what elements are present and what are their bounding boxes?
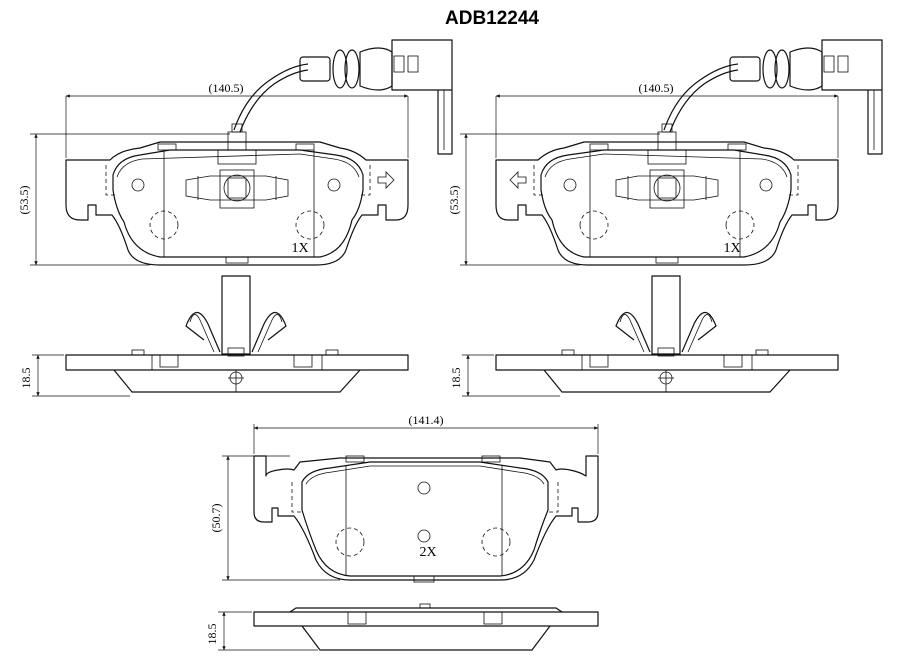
direction-arrow-left-icon [509, 171, 527, 189]
inner-pad-width-dimension: (141.4) [253, 413, 599, 454]
inner-pad-thickness-dimension: 18.5 [205, 611, 318, 651]
outer-pad-left-width-dimension: (140.5) [65, 81, 409, 158]
outer-pad-left-thickness-label: 18.5 [19, 368, 33, 389]
outer-pad-left-height-label: (53.5) [17, 186, 31, 215]
inner-pad-side-view [253, 603, 599, 651]
direction-arrow-right-icon [377, 171, 395, 189]
outer-pad-right-width-label: (140.5) [639, 81, 674, 95]
outer-pad-right-side-view [495, 275, 839, 393]
outer-pad-right-width-dimension: (140.5) [495, 81, 839, 158]
inner-pad-quantity: 2X [419, 545, 436, 560]
inner-pad-height-dimension: (50.7) [209, 455, 340, 581]
outer-pad-left-height-dimension: (53.5) [17, 133, 230, 266]
outer-pad-left-width-label: (140.5) [209, 81, 244, 95]
inner-pad-width-label: (141.4) [409, 413, 444, 427]
outer-pad-right-thickness-dimension: 18.5 [449, 354, 560, 397]
part-number-title: ADB12244 [445, 8, 539, 29]
outer-pad-right-quantity: 1X [723, 241, 740, 256]
outer-pad-right-height-label: (53.5) [447, 186, 461, 215]
outer-pad-left-side-view [65, 275, 409, 393]
inner-pad-height-label: (50.7) [209, 504, 223, 533]
outer-pad-right-front-view [495, 39, 883, 266]
outer-pad-right-height-dimension: (53.5) [447, 133, 660, 266]
inner-pad-thickness-label: 18.5 [205, 624, 219, 645]
outer-pad-left-thickness-dimension: 18.5 [19, 354, 130, 397]
outer-pad-left-front-view [65, 39, 453, 266]
inner-pad-front-view [253, 455, 599, 583]
outer-pad-right-thickness-label: 18.5 [449, 368, 463, 389]
outer-pad-left-quantity: 1X [291, 241, 308, 256]
